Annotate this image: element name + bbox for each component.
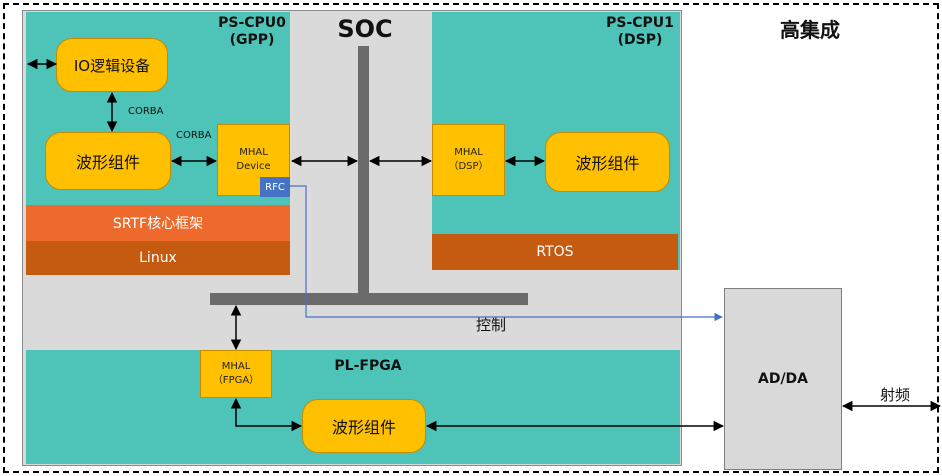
mhal-fpga-name: MHAL xyxy=(221,361,251,372)
waveform-component-dsp: 波形组件 xyxy=(545,132,670,192)
ps-cpu1-role: (DSP) xyxy=(617,32,663,48)
corba-label-vertical: CORBA xyxy=(128,106,164,117)
corba-label-horizontal: CORBA xyxy=(176,130,212,141)
ps-cpu1-label: PS-CPU1 (DSP) xyxy=(600,15,680,49)
outer-boundary xyxy=(3,3,939,473)
bus-horizontal xyxy=(210,293,528,305)
ps-cpu0-name: PS-CPU0 xyxy=(218,15,286,31)
control-line xyxy=(290,185,723,322)
pl-fpga-label: PL-FPGA xyxy=(334,358,402,374)
ps-cpu0-role: (GPP) xyxy=(229,32,275,48)
mhal-device-name: MHAL xyxy=(239,147,268,158)
mhal-fpga-block: MHAL （FPGA） xyxy=(200,350,272,398)
arrow-mhal-fpga-waveform xyxy=(230,397,303,432)
mhal-dsp-type: （DSP） xyxy=(448,161,489,172)
ps-cpu1-name: PS-CPU1 xyxy=(606,15,674,31)
waveform-component-gpp: 波形组件 xyxy=(45,132,171,190)
ps-cpu0-label: PS-CPU0 (GPP) xyxy=(212,15,292,49)
soc-label: SOC xyxy=(337,15,393,43)
ad-da-block: AD/DA xyxy=(724,288,842,470)
mhal-device-type: Device xyxy=(236,161,271,172)
io-logic-device-block: IO逻辑设备 xyxy=(56,38,168,92)
mhal-dsp-name: MHAL xyxy=(454,147,483,158)
rf-label: 射频 xyxy=(880,386,911,404)
rfc-block: RFC xyxy=(260,177,290,197)
control-label: 控制 xyxy=(476,316,507,334)
linux-layer: Linux xyxy=(26,241,290,275)
integration-label: 高集成 xyxy=(780,18,840,42)
mhal-fpga-type: （FPGA） xyxy=(212,375,260,386)
srtf-core-framework: SRTF核心框架 xyxy=(26,205,290,241)
mhal-dsp-block: MHAL （DSP） xyxy=(432,124,505,196)
rtos-layer: RTOS xyxy=(432,234,678,270)
waveform-component-fpga: 波形组件 xyxy=(302,399,426,453)
bus-vertical xyxy=(358,46,369,298)
